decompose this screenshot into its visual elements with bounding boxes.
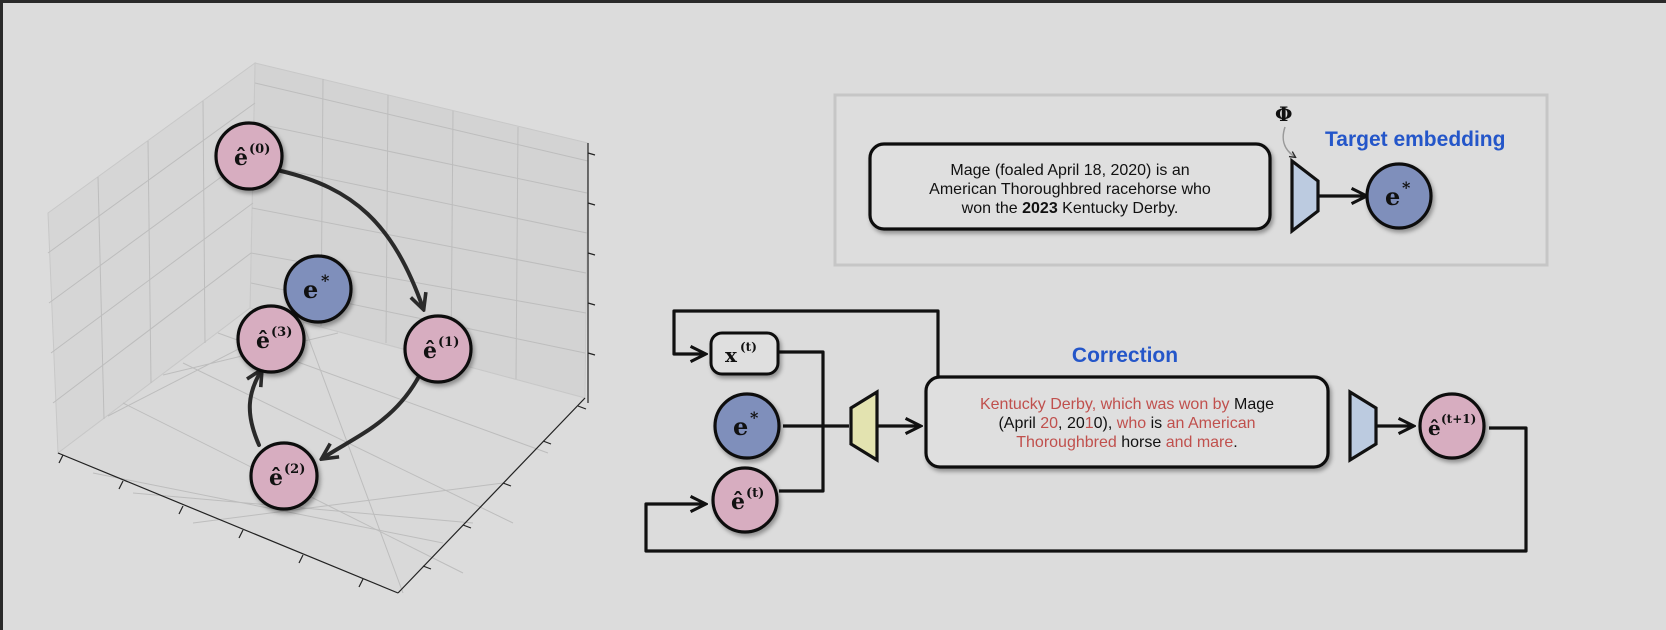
input-e-star: e * bbox=[713, 392, 781, 460]
node-e-star-left-superscript: * bbox=[321, 271, 330, 290]
correction-encoder bbox=[849, 389, 879, 463]
output-e-hat-t-plus-1-superscript: (t+1) bbox=[1441, 412, 1476, 426]
target-node-e-star-superscript: * bbox=[1402, 178, 1411, 197]
target-embedding-panel: Target embedding Φ Mage (foaled April 18… bbox=[833, 93, 1549, 267]
node-e-hat-2-label: ê bbox=[269, 465, 283, 491]
phi-label: Φ bbox=[1275, 102, 1292, 126]
phi-pointer bbox=[1282, 126, 1295, 157]
correction-text-line-2: (April 20, 2010), who is an American bbox=[998, 415, 1255, 432]
node-e-hat-1-label: ê bbox=[423, 338, 437, 364]
node-e-hat-2-superscript: (2) bbox=[284, 462, 305, 477]
feedback-wire-to-x bbox=[672, 309, 940, 377]
correction-text-box bbox=[924, 375, 1330, 469]
node-e-hat-0-superscript: (0) bbox=[249, 142, 270, 157]
node-e-hat-3-superscript: (3) bbox=[271, 325, 292, 340]
input-e-hat-t-label: ê bbox=[731, 489, 745, 515]
correction-loop: Correction x (t) e * ê (t) Kentuck bbox=[644, 309, 1528, 553]
input-e-hat-t: ê (t) bbox=[711, 466, 779, 534]
input-e-star-label: e bbox=[733, 412, 748, 441]
node-e-hat-2: ê (2) bbox=[249, 441, 319, 511]
trajectory-arrow-1-to-2 bbox=[323, 376, 420, 458]
trajectory-arrow-2-to-3 bbox=[250, 371, 261, 447]
input-x-t-label: x bbox=[725, 343, 738, 367]
correction-decoder bbox=[1348, 389, 1378, 463]
correction-text-line-3: Thoroughbred horse and mare. bbox=[1016, 434, 1237, 451]
figure-canvas: ê (0) e * ê (3) ê (1) ê (2) Target embed… bbox=[3, 3, 1666, 630]
node-e-hat-1-superscript: (1) bbox=[438, 335, 459, 350]
embedding-space-3d-plot: ê (0) e * ê (3) ê (1) ê (2) bbox=[47, 62, 596, 594]
axes-3d bbox=[57, 143, 596, 594]
output-e-hat-t-plus-1: ê (t+1) bbox=[1418, 392, 1486, 460]
target-text-line-3: won the 2023 Kentucky Derby. bbox=[961, 200, 1179, 217]
back-wall-grid bbox=[47, 62, 589, 594]
target-text-line-2: American Thoroughbred racehorse who bbox=[929, 181, 1211, 198]
node-e-hat-0: ê (0) bbox=[214, 121, 284, 191]
correction-text-line-1: Kentucky Derby, which was won by Mage bbox=[980, 396, 1274, 413]
target-encoder-phi bbox=[1290, 157, 1320, 235]
input-e-star-superscript: * bbox=[750, 408, 759, 427]
node-e-hat-1: ê (1) bbox=[403, 314, 473, 384]
trajectory-arrow-0-to-1 bbox=[279, 169, 423, 308]
target-embedding-heading: Target embedding bbox=[1325, 128, 1505, 151]
node-e-hat-3-label: ê bbox=[256, 328, 270, 354]
target-node-e-star: e * bbox=[1365, 162, 1433, 230]
node-e-star-left-label: e bbox=[303, 275, 318, 304]
input-bus bbox=[779, 350, 825, 493]
input-x-t-superscript: (t) bbox=[740, 340, 757, 354]
feedback-wire-to-e-hat bbox=[644, 426, 1528, 553]
diagram-svg: ê (0) e * ê (3) ê (1) ê (2) Target embed… bbox=[47, 62, 1549, 594]
target-text-box bbox=[868, 142, 1272, 231]
output-e-hat-t-plus-1-label: ê bbox=[1428, 416, 1441, 440]
node-e-star-left: e * bbox=[283, 254, 353, 324]
node-e-hat-0-label: ê bbox=[234, 145, 248, 171]
input-e-hat-t-superscript: (t) bbox=[746, 486, 764, 501]
target-node-e-star-label: e bbox=[1385, 182, 1400, 211]
input-x-t: x (t) bbox=[709, 331, 780, 376]
node-e-hat-3: ê (3) bbox=[236, 304, 306, 374]
target-text-line-1: Mage (foaled April 18, 2020) is an bbox=[950, 162, 1189, 179]
correction-heading: Correction bbox=[1072, 344, 1178, 367]
